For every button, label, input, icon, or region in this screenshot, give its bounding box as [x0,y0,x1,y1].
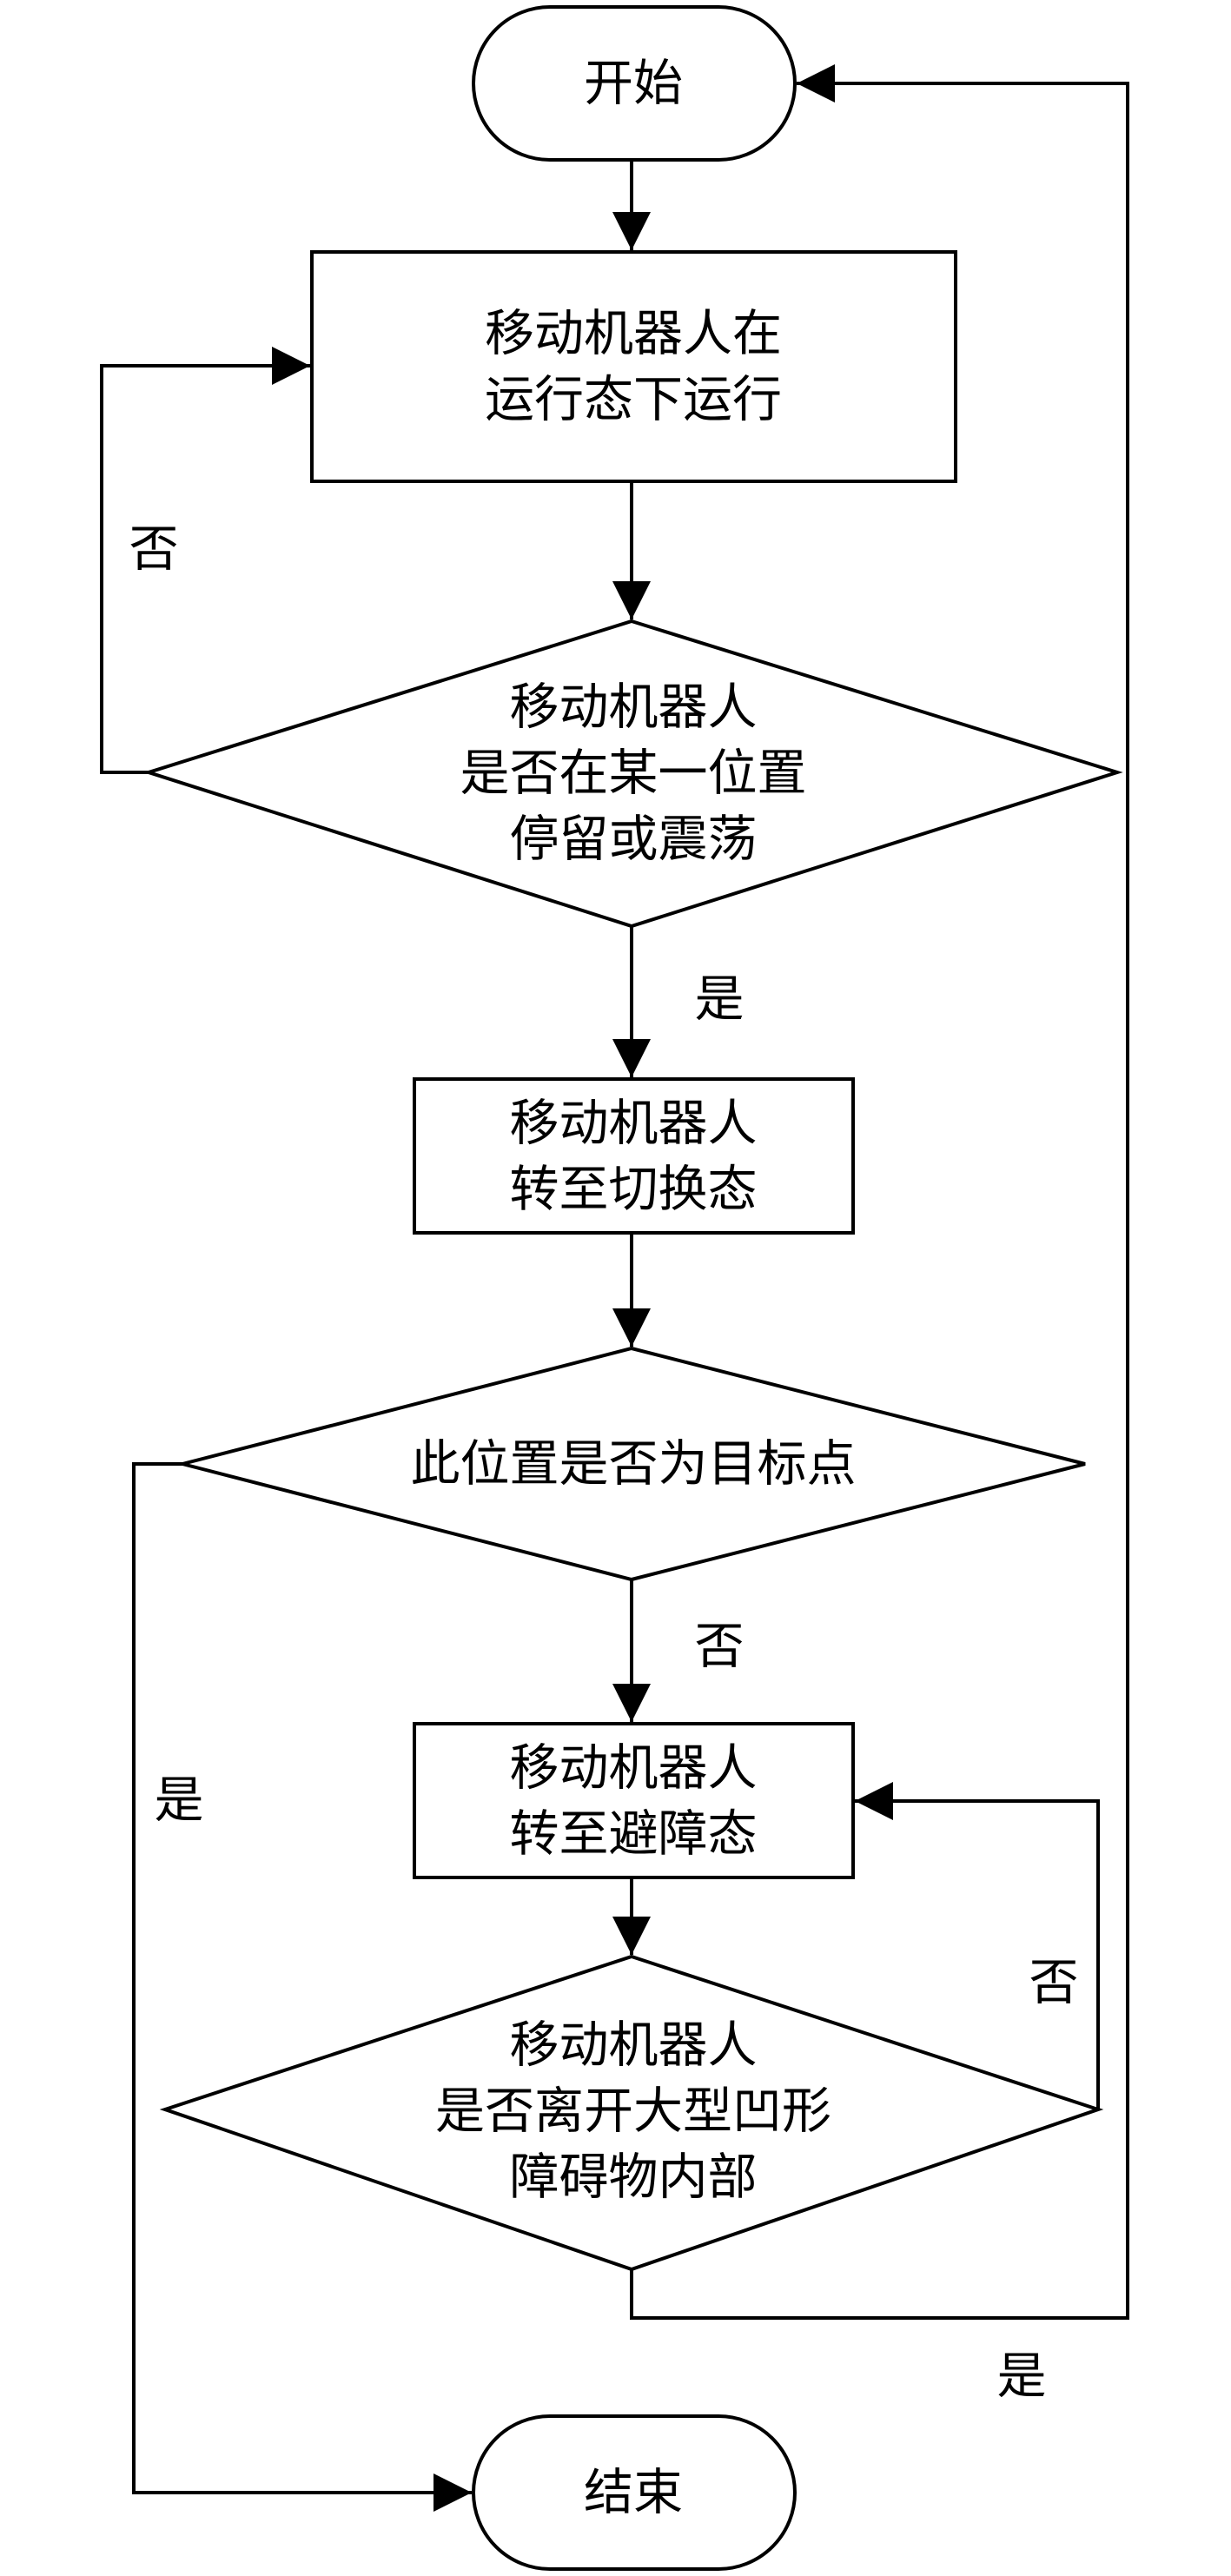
avoid-line-2: 转至避障态 [509,1805,758,1863]
end-terminal [472,2414,797,2571]
edge-leave-no-loop [855,1782,1100,2109]
leave-label: 移动机器人 是否离开大型凹形 障碍物内部 [435,2012,831,2210]
start-label: 开始 [584,50,683,116]
run-line-2: 运行态下运行 [485,371,782,428]
switch-line-2: 转至切换态 [509,1161,758,1218]
edge-target-yes-to-end [132,1462,472,2512]
stuck-yes-label: 是 [694,970,745,1028]
leave-line-1: 移动机器人 [509,2016,758,2074]
start-text: 开始 [584,55,683,112]
stuck-no-label: 否 [129,520,179,578]
switch-state-box [413,1077,855,1235]
edge-stuck-no-loop [100,347,310,774]
end-label: 结束 [584,2460,683,2526]
switch-label: 移动机器人 转至切换态 [510,1090,758,1222]
run-label: 移动机器人在 运行态下运行 [485,301,782,433]
leave-no-label: 否 [1029,1954,1079,2011]
avoid-line-1: 移动机器人 [509,1739,758,1797]
edge-leave-yes-to-start [630,64,1129,2320]
stuck-label: 移动机器人 是否在某一位置 停留或震荡 [460,674,807,872]
run-process-box [310,250,957,483]
avoid-label: 移动机器人 转至避障态 [510,1735,758,1867]
leave-line-2: 是否离开大型凹形 [435,2083,831,2140]
switch-line-1: 移动机器人 [509,1095,758,1152]
leave-line-3: 障碍物内部 [509,2149,758,2206]
avoid-state-box [413,1722,855,1879]
target-label: 此位置是否为目标点 [411,1431,857,1497]
run-line-1: 移动机器人在 [485,305,782,362]
target-no-label: 否 [694,1618,745,1675]
target-text: 此位置是否为目标点 [410,1435,857,1493]
target-yes-label: 是 [154,1771,204,1829]
stuck-line-2: 是否在某一位置 [460,745,807,802]
leave-yes-label: 是 [996,2348,1047,2405]
end-text: 结束 [584,2464,683,2521]
stuck-line-1: 移动机器人 [509,679,758,736]
start-terminal [472,5,797,162]
stuck-line-3: 停留或震荡 [509,811,758,868]
